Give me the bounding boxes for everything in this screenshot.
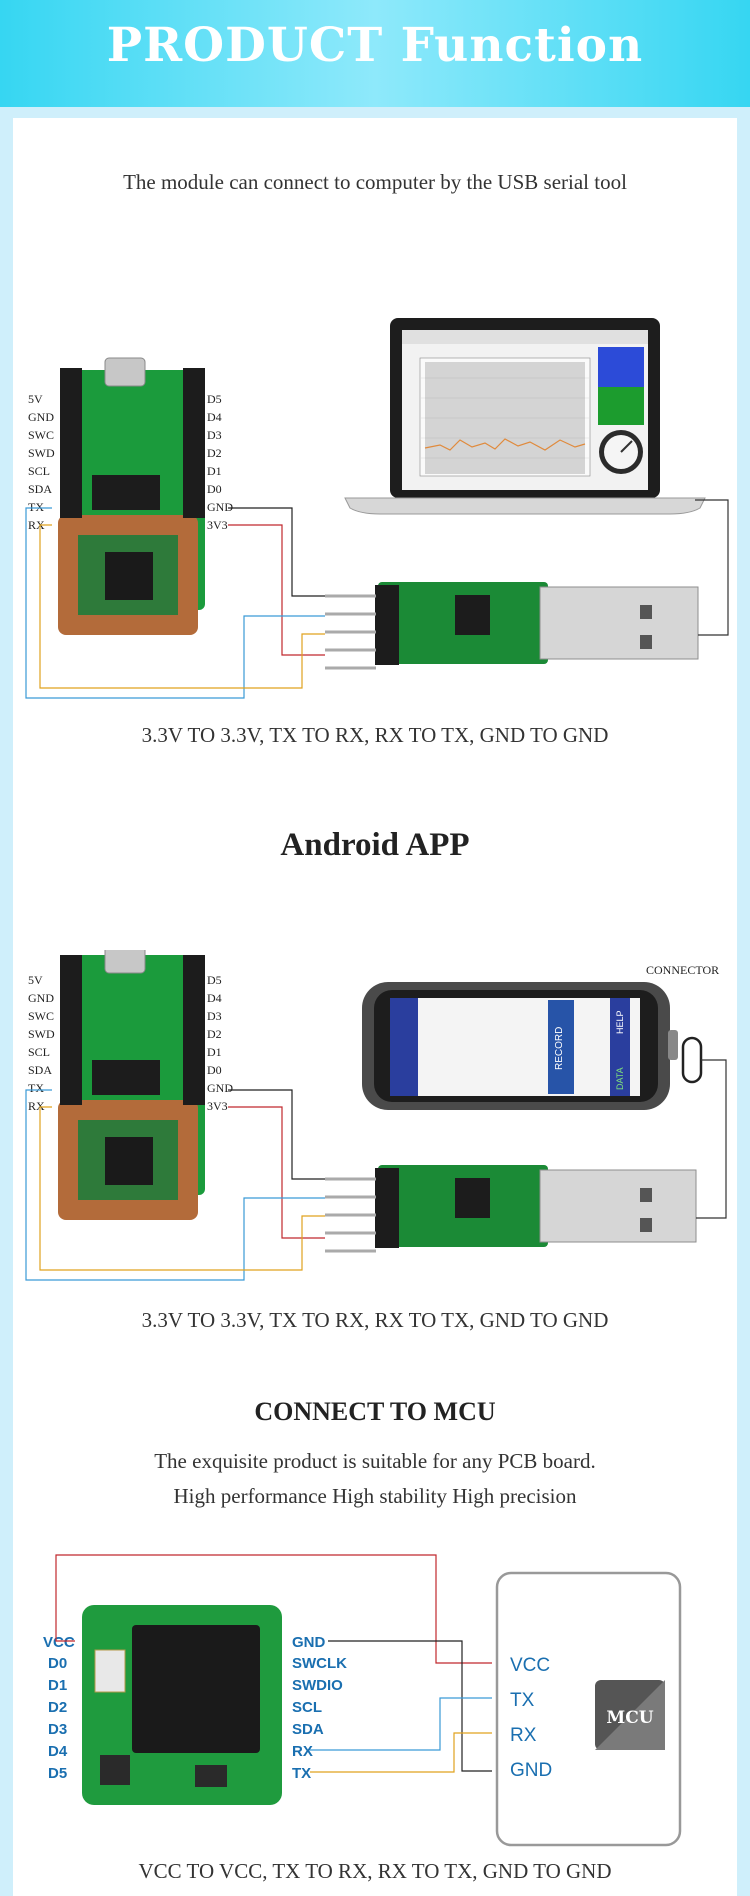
pin-label: SWDIO [292,1677,343,1694]
section2-wiring: 3.3V TO 3.3V, TX TO RX, RX TO TX, GND TO… [141,1308,609,1332]
mcu-pin-label: RX [510,1725,537,1746]
pin-label: SWD [28,1027,55,1041]
laptop-icon [344,318,706,515]
section1-wiring: 3.3V TO 3.3V, TX TO RX, RX TO TX, GND TO… [141,723,609,747]
pin-label: D5 [48,1765,67,1782]
pin-label: RX [28,1099,45,1113]
wires [25,499,729,699]
pin-label: D5 [207,973,222,987]
left-pin-labels: 5V GND SWC SWD SCL SDA TX RX [28,392,55,532]
mcu-pin-label: VCC [510,1655,550,1676]
chip-left-pin-labels: VCC D0 D1 D2 D3 D4 D5 [43,1634,75,1782]
pin-label: TX [28,500,44,514]
android-connection-diagram: RECORD HELP DATA CONNECTOR 5V GND SWC SW… [25,950,727,1281]
pin-label: D5 [207,392,222,406]
right-pin-labels: D5 D4 D3 D2 D1 D0 GND 3V3 [207,973,233,1113]
pin-label: RX [292,1743,313,1760]
section3-wiring: VCC TO VCC, TX TO RX, RX TO TX, GND TO G… [138,1859,612,1883]
pin-label: SWCLK [292,1655,347,1672]
chip-right-pin-labels: GND SWCLK SWDIO SCL SDA RX TX [292,1634,347,1782]
pin-label: D1 [48,1677,67,1694]
pin-label: D1 [207,464,222,478]
pin-label: SCL [28,464,50,478]
pin-label: TX [292,1765,311,1782]
pin-label: SWC [28,428,54,442]
pin-label: 3V3 [207,1099,228,1113]
pin-label: GND [28,991,54,1005]
right-pin-labels: D5 D4 D3 D2 D1 D0 GND 3V3 [207,392,233,532]
pin-label: 5V [28,973,43,987]
pin-label: D0 [48,1655,67,1672]
pin-label: D1 [207,1045,222,1059]
connect-mcu-title: CONNECT TO MCU [254,1397,496,1426]
svg-text:DATA: DATA [615,1067,625,1090]
pin-label: SWC [28,1009,54,1023]
pin-label: GND [207,500,233,514]
pin-label: D2 [48,1699,67,1716]
page-title: PRODUCT Function [106,18,644,73]
svg-text:HELP: HELP [615,1010,625,1034]
pin-label: TX [28,1081,44,1095]
pin-label: D3 [207,1009,222,1023]
mcu-description-1: The exquisite product is suitable for an… [154,1449,596,1473]
pin-label: SCL [28,1045,50,1059]
pin-label: 5V [28,392,43,406]
left-pin-labels: 5V GND SWC SWD SCL SDA TX RX [28,973,55,1113]
pin-label: D2 [207,446,222,460]
wires [25,1059,727,1281]
mcu-pin-label: GND [510,1760,552,1781]
mcu-connection-diagram: VCC D0 D1 D2 D3 D4 D5 GND SWCLK SWDIO SC… [43,1554,682,1847]
pin-label: D2 [207,1027,222,1041]
svg-text:RECORD: RECORD [554,1027,565,1070]
pin-label: GND [28,410,54,424]
pin-label: GND [292,1634,326,1651]
pin-label: VCC [43,1634,75,1651]
pin-label: SDA [28,1063,52,1077]
sensor-module-board [58,357,205,635]
usb-serial-adapter [325,1165,697,1253]
pin-label: SDA [28,482,52,496]
header-banner: PRODUCT Function [0,0,750,107]
pin-label: GND [207,1081,233,1095]
sensor-chip-board [82,1605,282,1805]
pin-label: 3V3 [207,518,228,532]
pin-label: D4 [48,1743,68,1760]
pc-connection-diagram: 5V GND SWC SWD SCL SDA TX RX D5 D4 D3 D2… [25,318,729,699]
connector-icon [681,1036,703,1084]
sensor-module-board [58,950,205,1220]
mcu-pin-label: TX [510,1690,535,1711]
pin-label: SDA [292,1721,324,1738]
pin-label: RX [28,518,45,532]
wires [55,1554,492,1773]
pin-label: D0 [207,1063,222,1077]
connector-label: CONNECTOR [646,963,719,977]
android-app-title: Android APP [280,827,470,863]
pin-label: D3 [48,1721,67,1738]
pin-label: D3 [207,428,222,442]
pin-label: D4 [207,991,222,1005]
mcu-box: VCC TX RX GND MCU [495,1571,682,1847]
pin-label: SWD [28,446,55,460]
android-phone-icon: RECORD HELP DATA [362,982,678,1110]
section1-intro: The module can connect to computer by th… [123,170,627,194]
pin-label: D4 [207,410,222,424]
pin-label: SCL [292,1699,322,1716]
usb-serial-adapter [325,582,699,670]
mcu-description-2: High performance High stability High pre… [173,1484,577,1508]
pin-label: D0 [207,482,222,496]
mcu-chip-label: MCU [606,1708,653,1728]
